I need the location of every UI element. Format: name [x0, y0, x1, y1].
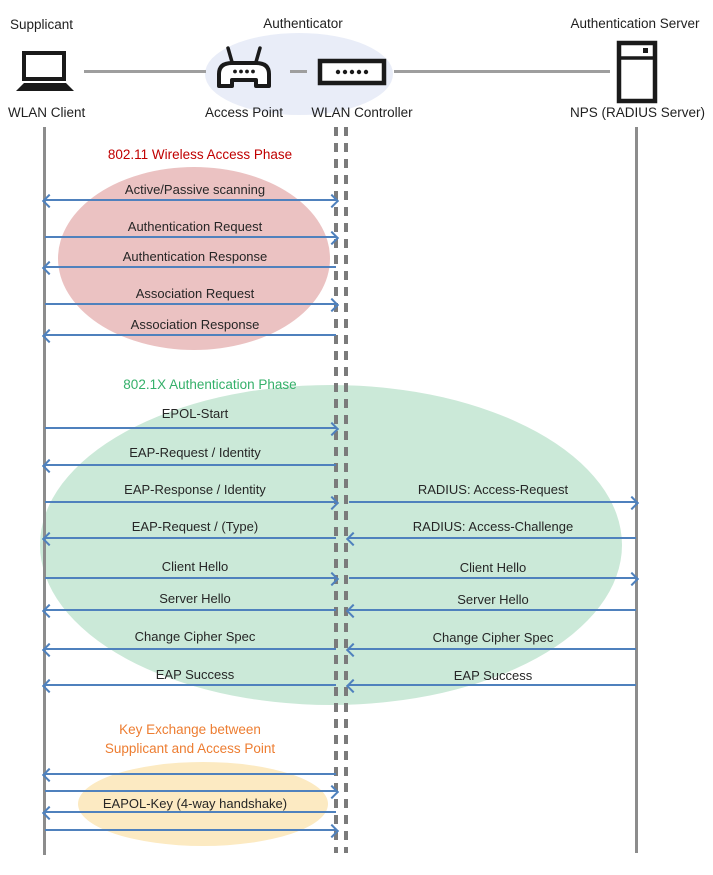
arrow-left: [45, 648, 336, 650]
connector-line: [290, 70, 307, 73]
arrow-right: [45, 577, 336, 579]
server-icon: [616, 40, 658, 104]
message-label: Authentication Request: [127, 219, 263, 234]
message-label: RADIUS: Access-Request: [417, 482, 569, 497]
arrow-left: [349, 537, 636, 539]
arrow-left: [349, 684, 636, 686]
arrow-right: [45, 790, 336, 792]
arrow-right: [45, 501, 336, 503]
message-label: Change Cipher Spec: [134, 629, 256, 644]
message-label: Client Hello: [161, 559, 229, 574]
connector-line: [84, 70, 206, 73]
phase3-ellipse: [78, 762, 328, 846]
message-label: Server Hello: [457, 592, 529, 607]
arrow-right: [349, 501, 636, 503]
access-point-icon: [211, 43, 277, 93]
role-label-supplicant: Supplicant: [10, 17, 74, 32]
arrow-right: [45, 829, 336, 831]
arrow-right: [349, 577, 636, 579]
arrow-left: [45, 266, 336, 268]
arrow-left: [45, 609, 336, 611]
message-label: EAP Success: [453, 668, 533, 683]
arrow-left: [349, 648, 636, 650]
message-label: EPOL-Start: [161, 406, 229, 421]
phase2-title: 802.1X Authentication Phase: [123, 377, 297, 392]
device-label-wlan-controller: WLAN Controller: [311, 105, 413, 120]
lifeline-authenticator-dashed: [334, 127, 338, 853]
arrow-left: [45, 334, 336, 336]
role-label-authentication-server: Authentication Server: [570, 16, 700, 31]
phase1-title: 802.11 Wireless Access Phase: [107, 147, 293, 162]
phase1-ellipse: [58, 167, 330, 350]
message-label: EAP Success: [155, 667, 235, 682]
wlan-controller-icon: [317, 58, 387, 86]
lifeline-wlan-client: [43, 127, 46, 855]
message-label: Association Request: [135, 286, 255, 301]
arrow-left: [349, 609, 636, 611]
laptop-icon: [12, 50, 78, 94]
lifeline-radius-server: [635, 127, 638, 853]
message-label: EAP-Request / Identity: [129, 445, 261, 460]
message-label: RADIUS: Access-Challenge: [412, 519, 574, 534]
arrow-left: [45, 773, 336, 775]
phase3-title-line1: Key Exchange between: [119, 722, 261, 737]
lifeline-authenticator-dashed: [344, 127, 348, 853]
arrow-right: [45, 236, 336, 238]
message-label: EAPOL-Key (4-way handshake): [102, 796, 288, 811]
device-label-access-point: Access Point: [204, 105, 284, 120]
arrow-left: [45, 811, 336, 813]
arrow-right: [45, 303, 336, 305]
arrow-left: [45, 684, 336, 686]
message-label: Server Hello: [159, 591, 231, 606]
arrow-bidirectional: [45, 199, 336, 201]
device-label-wlan-client: WLAN Client: [8, 105, 86, 120]
phase2-ellipse: [40, 385, 622, 705]
message-label: EAP-Response / Identity: [124, 482, 266, 497]
connector-line: [394, 70, 610, 73]
message-label: Association Response: [130, 317, 260, 332]
arrow-right: [45, 427, 336, 429]
arrow-left: [45, 464, 336, 466]
message-label: Active/Passive scanning: [124, 182, 266, 197]
device-label-nps-radius-server: NPS (RADIUS Server): [569, 105, 706, 120]
message-label: Client Hello: [459, 560, 527, 575]
message-label: EAP-Request / (Type): [131, 519, 259, 534]
message-label: Authentication Response: [122, 249, 268, 264]
arrow-left: [45, 537, 336, 539]
role-label-authenticator: Authenticator: [263, 16, 343, 31]
message-label: Change Cipher Spec: [432, 630, 554, 645]
phase3-title-line2: Supplicant and Access Point: [104, 741, 276, 756]
